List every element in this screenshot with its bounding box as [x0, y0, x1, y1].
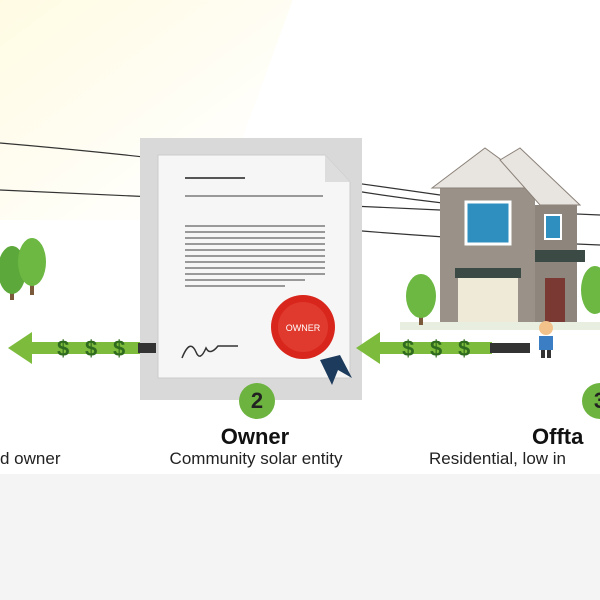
step-badge-2: 2 [239, 383, 275, 419]
svg-text:$: $ [85, 336, 97, 361]
diagram-scene: OWNER $ $ $ $ $ $ [0, 138, 600, 400]
step-badge-3: 3 [582, 383, 600, 419]
dollar-signs: $ $ $ $ $ $ [57, 336, 470, 361]
person-icon [539, 321, 553, 358]
trees-left [0, 238, 46, 300]
svg-text:OWNER: OWNER [286, 323, 321, 333]
step-subtitle-offtaker: Residential, low in [429, 449, 567, 468]
step-title-offtaker: Offta [532, 424, 584, 449]
arrow-right-money [356, 332, 530, 364]
signature [181, 345, 238, 359]
svg-text:$: $ [458, 336, 470, 361]
step-subtitle-owner: Community solar entity [169, 449, 343, 468]
svg-text:$: $ [57, 336, 69, 361]
svg-text:$: $ [113, 336, 125, 361]
house-icon [400, 147, 600, 330]
step-title-owner: Owner [220, 424, 290, 449]
step-subtitle-1: d owner [0, 449, 61, 468]
arrow-left-money [8, 332, 156, 364]
svg-text:$: $ [430, 336, 442, 361]
bottom-band [0, 474, 600, 600]
svg-text:$: $ [402, 336, 414, 361]
seal-icon: OWNER [271, 295, 352, 385]
trees-right [406, 266, 600, 325]
